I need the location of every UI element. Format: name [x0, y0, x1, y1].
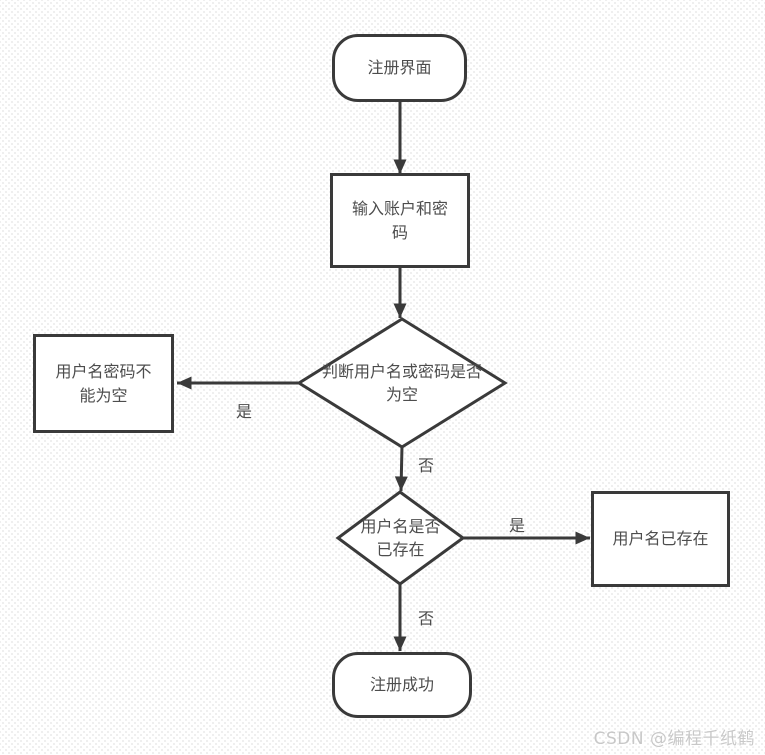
flow-node-success: 注册成功: [332, 652, 472, 718]
decision-check-empty-shape: [296, 317, 508, 449]
flow-node-input: 输入账户和密码: [330, 173, 470, 268]
flow-node-empty-error: 用户名密码不能为空: [33, 334, 174, 433]
flow-node-start: 注册界面: [332, 34, 467, 102]
csdn-watermark: CSDN @编程千纸鹤: [593, 729, 755, 749]
edge-label-exists-no: 否: [417, 609, 434, 628]
edge-label-exists-yes: 是: [508, 516, 525, 535]
flow-node-start-label: 注册界面: [367, 58, 432, 78]
decision-check-exists-shape: [335, 490, 466, 586]
edge-label-empty-no: 否: [417, 456, 434, 475]
flow-node-empty-error-label: 用户名密码不能为空: [55, 362, 152, 405]
flow-node-input-label: 输入账户和密码: [351, 199, 448, 242]
flow-node-exists-error: 用户名已存在: [591, 491, 730, 587]
flow-node-success-label: 注册成功: [369, 675, 434, 695]
edge-label-empty-yes: 是: [235, 402, 252, 421]
edge-check-empty-no: [394, 445, 408, 492]
flow-node-exists-error-label: 用户名已存在: [612, 529, 709, 549]
